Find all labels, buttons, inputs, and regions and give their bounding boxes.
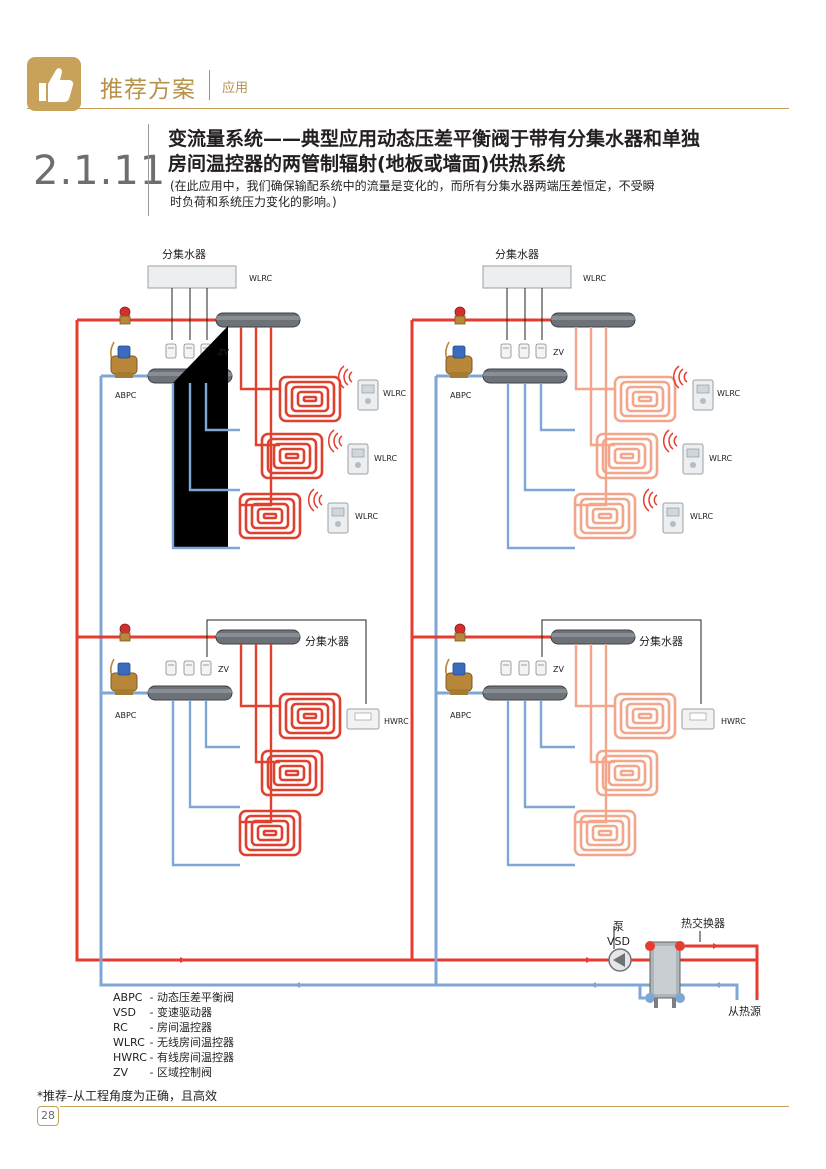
label-abpc-4: ABPC [450,711,472,720]
label-pump: 泵 [613,920,624,933]
section-number: 2.1.11 [33,148,167,194]
heat-exchanger-icon [645,941,685,1008]
unit-bottom-right [412,619,715,867]
label-wlrc-8: WLRC [690,512,714,521]
label-manifold-4: 分集水器 [639,634,683,648]
label-manifold-3: 分集水器 [305,634,349,648]
label-zv-4: ZV [553,665,564,674]
label-hwrc-1: HWRC [384,717,409,726]
legend-row: ZV - 区域控制阀 [113,1066,212,1079]
label-wlrc-1: WLRC [249,274,273,283]
legend-row: VSD - 变速驱动器 [113,1006,212,1019]
legend-row: WLRC - 无线房间温控器 [113,1036,234,1049]
label-zv-2: ZV [553,348,564,357]
unit-top-left [77,265,379,550]
label-zv-1: ZV [218,348,229,357]
label-wlrc-7: WLRC [709,454,733,463]
header-rule [27,108,789,109]
label-wlrc-6: WLRC [717,389,741,398]
footnote: *推荐–从工程角度为正确，且高效 [37,1089,218,1103]
legend-row: HWRC - 有线房间温控器 [113,1051,234,1064]
section-description: (在此应用中，我们确保输配系统中的流量是变化的，而所有分集水器两端压差恒定，不受… [170,178,740,210]
pump-icon [608,948,632,972]
label-wlrc-4: WLRC [374,454,398,463]
label-vsd: VSD [607,935,630,948]
section-desc-line1: (在此应用中，我们确保输配系统中的流量是变化的，而所有分集水器两端压差恒定，不受… [170,179,655,193]
section-desc-line2: 时负荷和系统压力变化的影响。) [170,195,337,209]
thumbs-up-icon [27,57,81,111]
footer-rule [60,1106,789,1107]
header-subtitle: 应用 [222,81,249,96]
label-manifold-2: 分集水器 [495,247,539,261]
unit-bottom-left [77,619,380,867]
header-divider [209,70,210,100]
label-abpc-1: ABPC [115,391,137,400]
section-divider [148,124,149,216]
unit-top-right [412,265,714,550]
section-title: 变流量系统——典型应用动态压差平衡阀于带有分集水器和单独 房间温控器的两管制辐射… [168,127,768,177]
label-abpc-2: ABPC [450,391,472,400]
section-title-line2: 房间温控器的两管制辐射(地板或墙面)供热系统 [168,153,566,175]
header-title: 推荐方案 [100,77,196,103]
label-abpc-3: ABPC [115,711,137,720]
label-wlrc-5: WLRC [355,512,379,521]
legend: ABPC - 动态压差平衡阀 VSD - 变速驱动器 RC - 房间温控器 WL… [113,990,234,1080]
legend-row: ABPC - 动态压差平衡阀 [113,991,234,1004]
section-title-line1: 变流量系统——典型应用动态压差平衡阀于带有分集水器和单独 [168,128,701,150]
page-number: 28 [37,1106,59,1126]
label-wlrc-3: WLRC [383,389,407,398]
legend-row: RC - 房间温控器 [113,1021,212,1034]
label-zv-3: ZV [218,665,229,674]
label-hwrc-2: HWRC [721,717,746,726]
label-from-heat-source: 从热源 [728,1004,761,1018]
label-heat-exchanger: 热交换器 [681,916,725,930]
label-wlrc-2: WLRC [583,274,607,283]
label-manifold-1: 分集水器 [162,247,206,261]
